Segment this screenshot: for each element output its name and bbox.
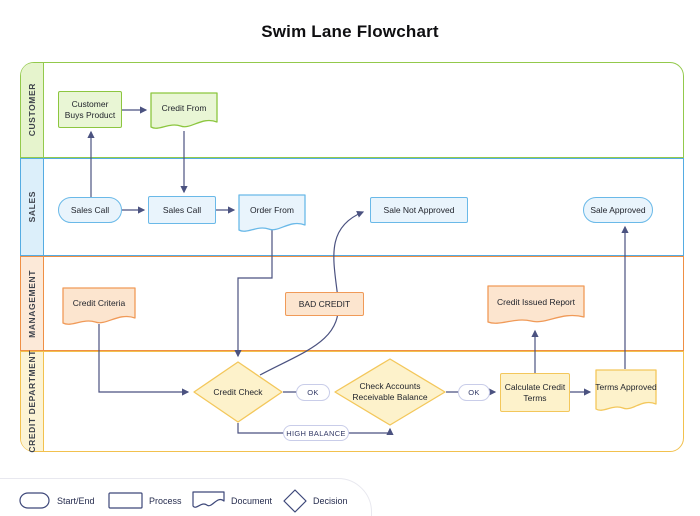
node-credit-issued-report: Credit Issued Report [487,285,585,326]
node-label: Sale Not Approved [383,204,455,215]
decision-shape-icon [193,361,283,423]
legend [0,478,372,516]
document-shape-icon [238,194,306,232]
node-sale-approved: Sale Approved [583,197,653,223]
legend-label-process: Process [149,496,182,506]
node-label: Sales Call [162,204,202,215]
node-label: Credit Criteria [72,298,126,309]
node-label: Credit Check [213,386,263,397]
node-label: Sales Call [70,204,110,215]
node-sales-call-start: Sales Call [58,197,122,223]
legend-label-start-end: Start/End [57,496,95,506]
lane-label-strip-sales: SALES [21,159,44,255]
node-bad-credit: BAD CREDIT [285,292,364,316]
document-shape-icon [62,287,136,325]
lane-credit: CREDIT DEPARTMENT [20,350,684,453]
legend-process-icon [108,492,143,509]
node-terms-approved: Terms Approved [595,369,657,413]
legend-document-icon [192,491,225,508]
edge-label-high-balance: HIGH BALANCE [283,425,349,441]
lane-label-strip-management: MANAGEMENT [21,257,44,350]
node-label: Check Accounts Receivable Balance [352,381,428,402]
lane-sales: SALES [20,158,684,256]
node-label: Customer Buys Product [64,98,116,120]
node-label: Credit From [161,102,207,113]
document-shape-icon [150,92,218,129]
node-credit-from: Credit From [150,92,218,131]
node-check-accounts-receivable-balance: Check Accounts Receivable Balance [334,358,446,426]
node-sale-not-approved: Sale Not Approved [370,197,468,223]
edge-label-ok-1: OK [296,384,330,401]
document-shape-icon [487,285,585,324]
node-label: Calculate Credit Terms [504,381,566,403]
node-credit-check: Credit Check [193,361,283,423]
node-order-from: Order From [238,194,306,234]
node-label: Terms Approved [595,382,657,393]
node-label: Credit Issued Report [497,296,575,307]
lane-label-strip-credit: CREDIT DEPARTMENT [21,350,44,453]
legend-label-decision: Decision [313,496,348,506]
node-sales-call-process: Sales Call [148,196,216,224]
node-label: BAD CREDIT [298,298,351,309]
document-shape-icon [595,369,657,411]
decision-shape-icon [334,358,446,426]
node-credit-criteria: Credit Criteria [62,287,136,327]
node-label: Sale Approved [590,204,646,215]
edge-label-ok-2: OK [458,384,490,401]
node-customer-buys-product: Customer Buys Product [58,91,122,128]
connector-credit-criteria-to-credit-check [98,324,190,396]
node-label: Order From [250,205,294,216]
lane-label-strip-customer: CUSTOMER [21,63,44,157]
legend-label-document: Document [231,496,273,506]
legend-decision-icon [283,489,307,513]
page-title: Swim Lane Flowchart [261,22,439,41]
node-calculate-credit-terms: Calculate Credit Terms [500,373,570,412]
connector-order-from-to-credit-check [234,230,273,358]
legend-start-end-icon [19,492,50,509]
